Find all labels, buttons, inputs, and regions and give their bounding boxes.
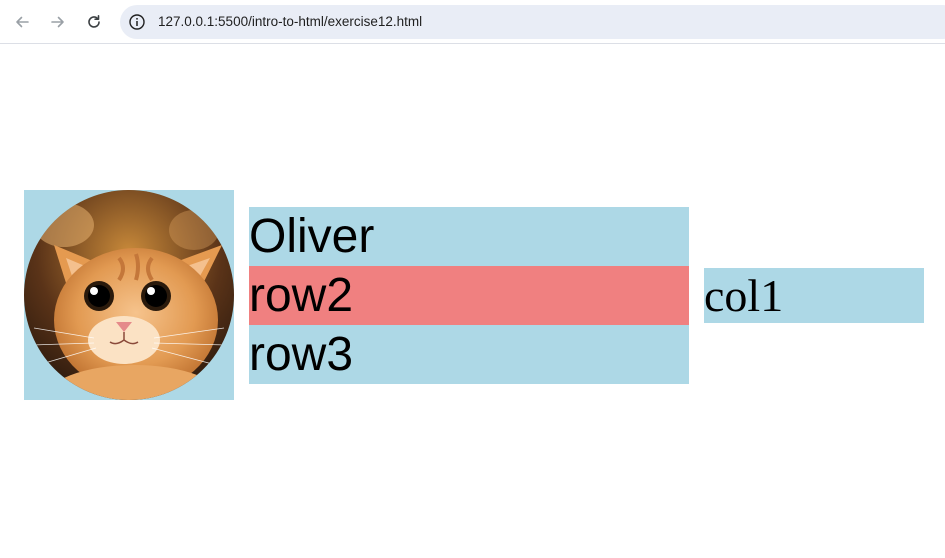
browser-toolbar: 127.0.0.1:5500/intro-to-html/exercise12.…	[0, 0, 945, 44]
page-viewport: Oliver row2 row3 col1	[0, 45, 945, 558]
url-text[interactable]: 127.0.0.1:5500/intro-to-html/exercise12.…	[158, 14, 423, 29]
arrow-right-icon	[51, 16, 64, 28]
row-name: Oliver	[249, 207, 689, 266]
forward-button[interactable]	[44, 8, 72, 36]
address-bar[interactable]: 127.0.0.1:5500/intro-to-html/exercise12.…	[120, 5, 945, 39]
info-icon[interactable]	[128, 13, 146, 31]
rows-table: Oliver row2 row3	[249, 207, 689, 384]
reload-button[interactable]	[80, 8, 108, 36]
row-2: row2	[249, 266, 689, 325]
avatar	[24, 190, 234, 400]
row-3: row3	[249, 325, 689, 384]
arrow-left-icon	[16, 16, 29, 28]
cat-photo	[24, 190, 234, 400]
reload-icon	[88, 15, 100, 28]
back-button[interactable]	[8, 8, 36, 36]
column-cell: col1	[704, 268, 924, 323]
